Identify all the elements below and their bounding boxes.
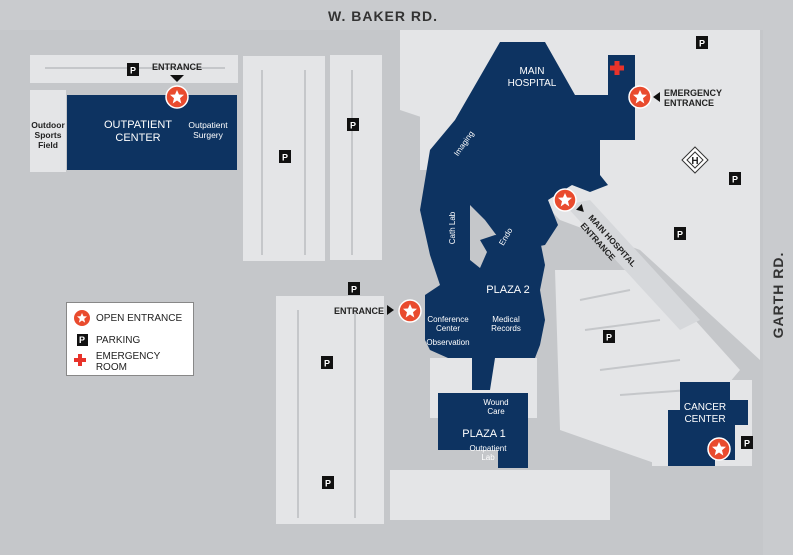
parking-icon: P xyxy=(351,285,357,295)
parking-icon: P xyxy=(324,359,330,369)
emergency-entrance-label: ENTRANCE xyxy=(664,98,714,108)
wound-care-label: Wound xyxy=(483,398,508,407)
cath-lab-label: Cath Lab xyxy=(448,211,457,244)
emergency-entrance-label: EMERGENCY xyxy=(664,88,722,98)
parking-icon: P xyxy=(130,66,136,76)
cancer-center-label: CENTER xyxy=(684,414,725,425)
sports-field-label: Field xyxy=(38,140,58,150)
parking-icon: P xyxy=(282,153,288,163)
parking-icon xyxy=(696,36,708,49)
outpatient-surgery-label: Outpatient xyxy=(188,120,228,130)
garth-road xyxy=(763,30,793,555)
outpatient-lab-label: Outpatient xyxy=(470,444,508,453)
parking-icon xyxy=(674,227,686,240)
medical-records-label: Medical xyxy=(492,315,520,324)
outpatient-entrance-label: ENTRANCE xyxy=(152,62,202,72)
medical-records-label: Records xyxy=(491,324,521,333)
parking-icon: P xyxy=(350,121,356,131)
west-entrance-label: ENTRANCE xyxy=(334,306,384,316)
plaza2-label: PLAZA 2 xyxy=(486,284,529,296)
legend-item-emergency-room: EMERGENCY ROOM xyxy=(73,351,193,373)
parking-icon xyxy=(347,118,359,131)
pointer-icon xyxy=(653,92,660,102)
parking-icon xyxy=(279,150,291,163)
parking-icon xyxy=(321,356,333,369)
cancer-center-label: CANCER xyxy=(684,402,726,413)
outpatient-lab-label: Lab xyxy=(481,453,495,462)
parking-icon xyxy=(322,476,334,489)
legend-label: EMERGENCY ROOM xyxy=(95,351,161,373)
parking-icon: P xyxy=(606,333,612,343)
pointer-icon xyxy=(576,204,584,212)
outpatient-surgery-label: Surgery xyxy=(193,130,224,140)
entrance-markers xyxy=(165,85,731,461)
legend-item-parking: P PARKING xyxy=(73,331,140,349)
emergency-cross-icon xyxy=(73,353,91,371)
sports-field-label: Sports xyxy=(35,130,62,140)
parking-icon xyxy=(127,63,139,76)
legend-label: OPEN ENTRANCE xyxy=(96,312,183,324)
plaza1-label: PLAZA 1 xyxy=(462,428,505,440)
parking-icon: P xyxy=(677,230,683,240)
pointer-icon xyxy=(387,305,394,315)
main-hospital-label: HOSPITAL xyxy=(508,78,557,89)
outpatient-center-building xyxy=(67,95,237,170)
baker-road-label: W. BAKER RD. xyxy=(328,8,438,24)
parking-icon: P xyxy=(73,331,91,349)
parking-icon xyxy=(348,282,360,295)
outpatient-center-label: OUTPATIENT xyxy=(104,119,172,131)
baker-road xyxy=(0,0,793,30)
pointer-icon xyxy=(170,75,184,82)
open-entrance-icon xyxy=(707,437,731,461)
wound-care-label: Care xyxy=(487,407,505,416)
parking-icon: P xyxy=(744,439,750,449)
open-entrance-icon xyxy=(398,299,422,323)
map-legend: OPEN ENTRANCE P PARKING EMERGENCY ROOM xyxy=(66,302,194,376)
parking-icon xyxy=(729,172,741,185)
legend-item-open-entrance: OPEN ENTRANCE xyxy=(73,309,182,327)
parking-icon xyxy=(603,330,615,343)
sports-field-label: Outdoor xyxy=(31,120,65,130)
conference-center-label: Center xyxy=(436,324,460,333)
open-entrance-icon xyxy=(165,85,189,109)
parking-icon: P xyxy=(699,39,705,49)
helipad: H xyxy=(681,146,709,174)
emergency-cross-icon xyxy=(610,61,624,75)
observation-label: Observation xyxy=(426,338,469,347)
open-entrance-icon xyxy=(73,309,91,327)
entrance-drive xyxy=(565,200,700,330)
open-entrance-icon xyxy=(628,85,652,109)
conference-center-label: Conference xyxy=(427,315,469,324)
garth-road-label: GARTH RD. xyxy=(770,252,786,339)
helipad-icon: H xyxy=(691,156,698,167)
legend-label: PARKING xyxy=(96,334,141,346)
main-hospital-label: MAIN xyxy=(520,66,545,77)
parking-icon: P xyxy=(325,479,331,489)
outpatient-center-label: CENTER xyxy=(115,132,160,144)
parking-icon: P xyxy=(732,175,738,185)
open-entrance-icon xyxy=(553,188,577,212)
plaza1-building xyxy=(438,393,528,468)
parking-icon xyxy=(741,436,753,449)
main-hospital-building xyxy=(420,42,635,390)
parking-markers: P P P P P P P P P P P xyxy=(127,36,753,489)
